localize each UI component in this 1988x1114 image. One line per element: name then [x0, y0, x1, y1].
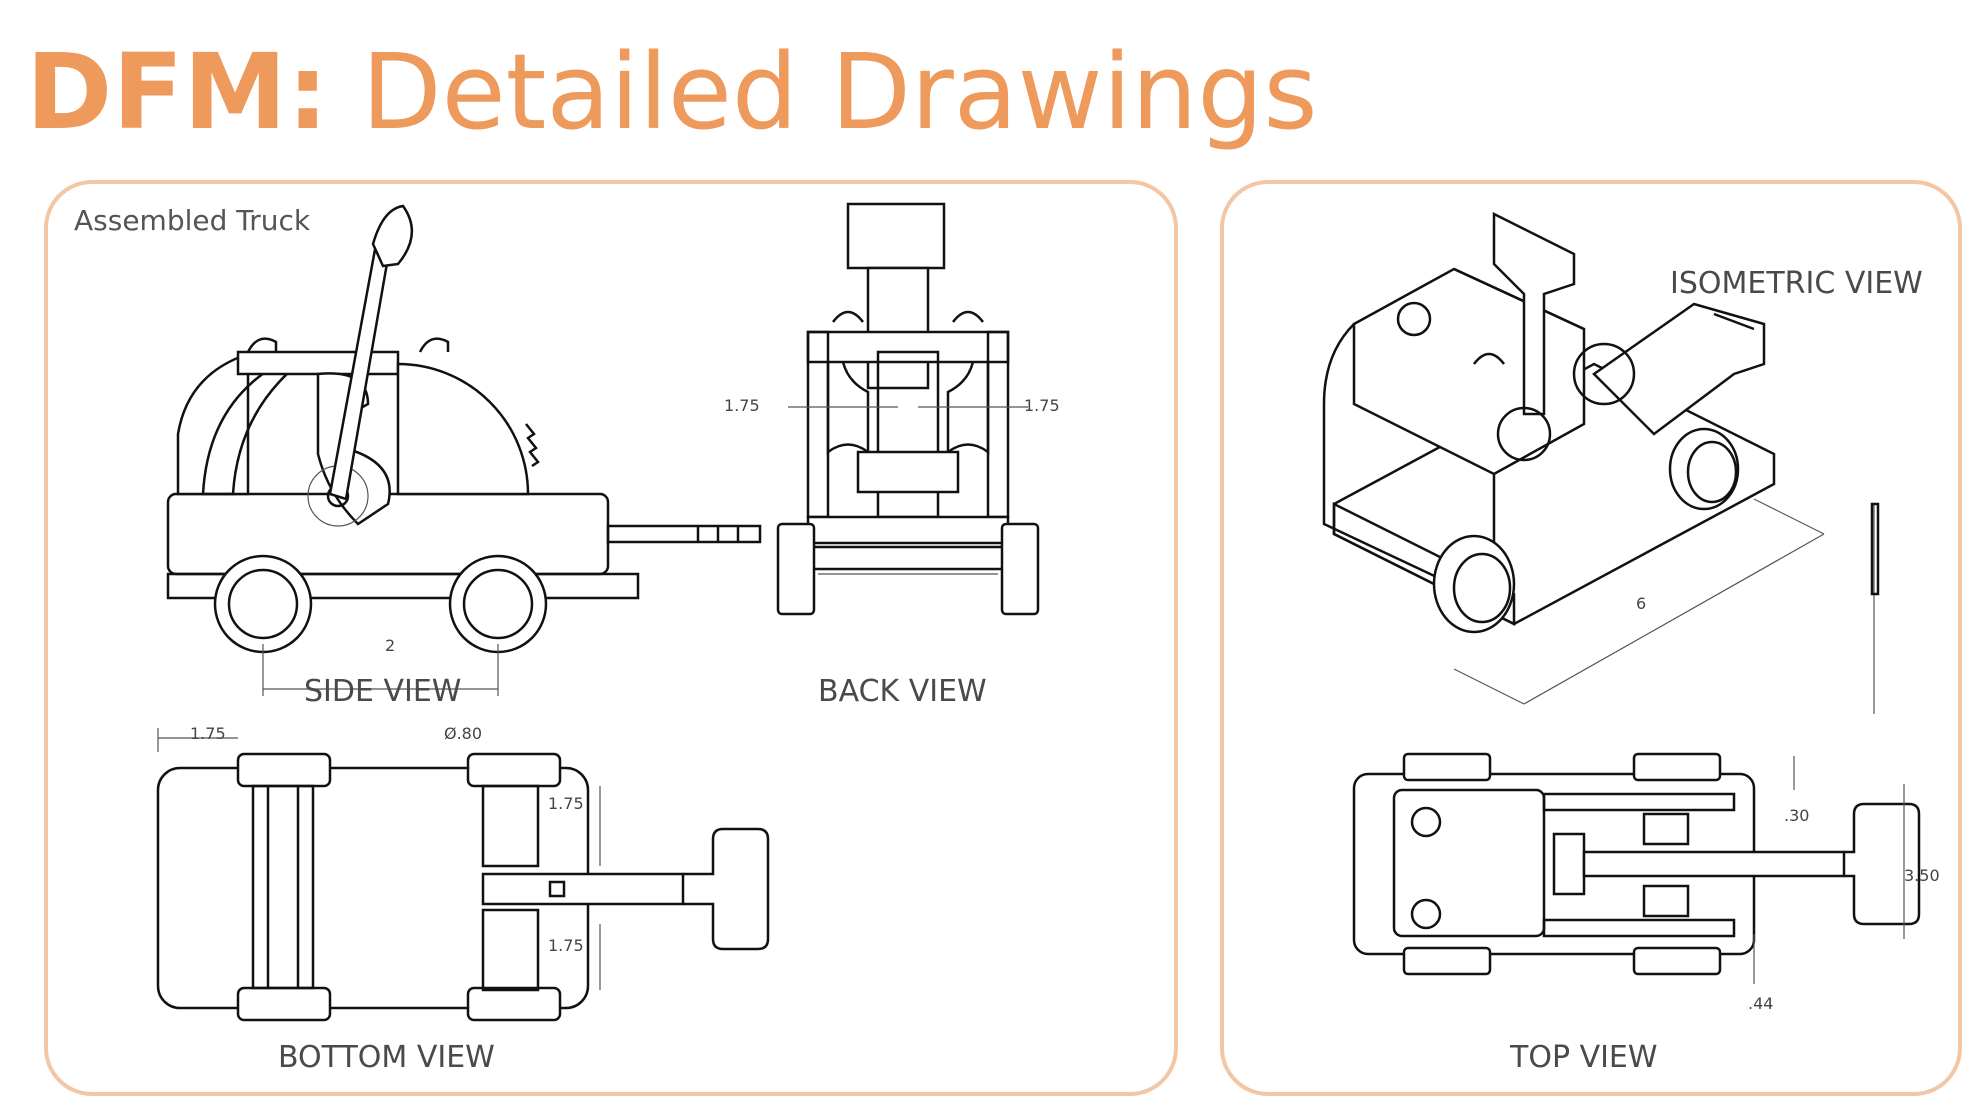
back-view-label: BACK VIEW: [818, 674, 987, 709]
top-view-drawing: [1352, 752, 1921, 984]
bottom-dim-front: 1.75: [190, 724, 226, 743]
isometric-view-drawing: [1322, 211, 1880, 714]
back-view-drawing: [776, 202, 1040, 616]
top-dim-a: .30: [1784, 806, 1810, 825]
title-rest: Detailed Drawings: [328, 31, 1318, 153]
bottom-dim-upper: 1.75: [548, 794, 584, 813]
page-title: DFM: Detailed Drawings: [26, 40, 1318, 144]
side-view-drawing: [166, 204, 762, 696]
top-dim-b: 3.50: [1904, 866, 1940, 885]
assembled-truck-panel: Assembled Truck 2 SIDE VIEW: [44, 180, 1178, 1096]
side-view-label: SIDE VIEW: [304, 674, 462, 709]
views-panel: ISOMETRIC VIEW 6: [1220, 180, 1962, 1096]
title-bold: DFM:: [26, 31, 329, 153]
iso-dim-length: 6: [1636, 594, 1647, 613]
bottom-view-drawing: [156, 728, 770, 1022]
top-view-label: TOP VIEW: [1510, 1040, 1658, 1075]
bottom-dim-lower: 1.75: [548, 936, 584, 955]
side-dim-wheelbase: 2: [385, 636, 396, 655]
back-dim-left: 1.75: [724, 396, 760, 415]
panel-caption: Assembled Truck: [74, 204, 311, 237]
bottom-view-label: BOTTOM VIEW: [278, 1040, 495, 1075]
top-dim-c: .44: [1748, 994, 1774, 1013]
bottom-dim-wheel: Ø.80: [444, 724, 483, 743]
isometric-view-label: ISOMETRIC VIEW: [1670, 266, 1923, 301]
back-dim-right: 1.75: [1024, 396, 1060, 415]
